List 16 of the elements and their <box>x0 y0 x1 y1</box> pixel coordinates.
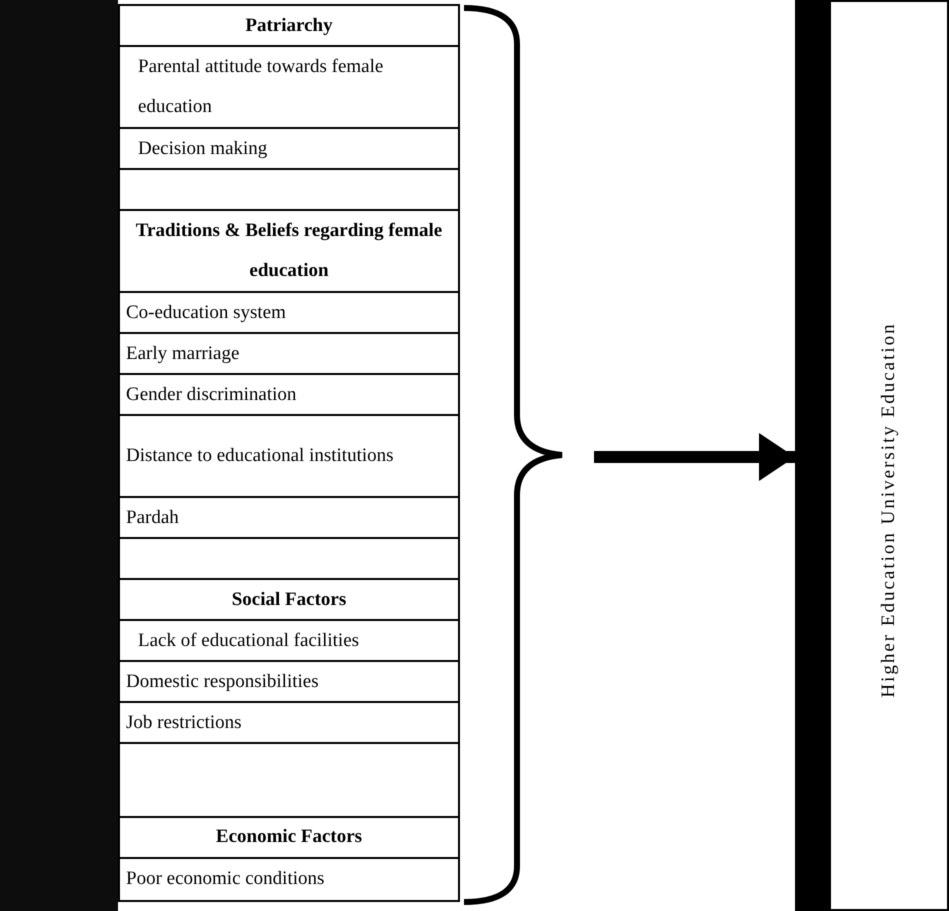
factor-table <box>118 4 460 902</box>
item-row: Gender discrimination <box>120 375 458 416</box>
heading-row: Patriarchy <box>120 6 458 47</box>
item-row: Lack of educational facilities <box>120 621 458 662</box>
heading-row: Economic Factors <box>120 818 458 859</box>
arrow <box>594 433 795 481</box>
item-row: Early marriage <box>120 334 458 375</box>
heading-row: Traditions & Beliefs regarding female education <box>120 211 458 293</box>
item-row: Distance to educational institutions <box>120 416 458 498</box>
item-row: Co-education system <box>120 293 458 334</box>
item-row: Poor economic conditions <box>120 858 458 900</box>
item-row: Domestic responsibilities <box>120 662 458 703</box>
outcome-box <box>795 0 949 911</box>
item-row: Parental attitude towards female education <box>120 47 458 129</box>
heading-row: Social Factors <box>120 580 458 621</box>
outcome-label: Higher Education University Education <box>876 322 900 698</box>
